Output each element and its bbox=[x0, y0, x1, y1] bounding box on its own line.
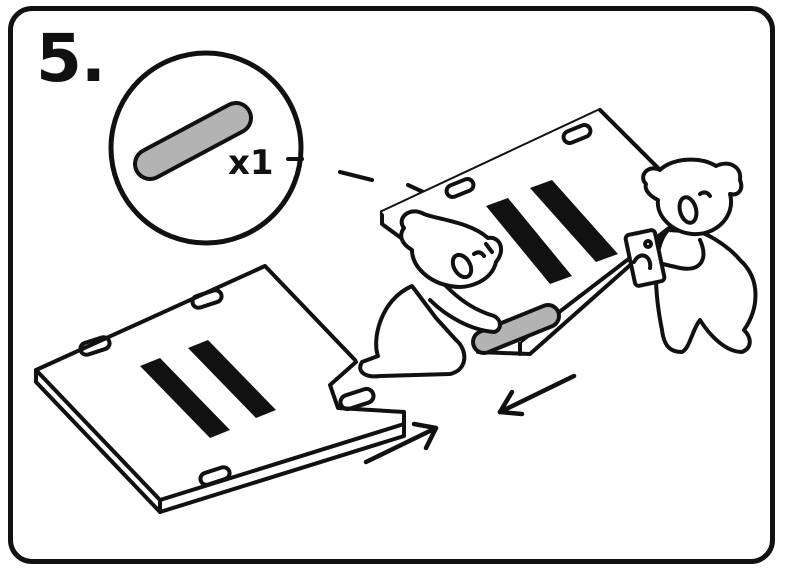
board-panel-left bbox=[34, 264, 406, 514]
slot-hole bbox=[78, 335, 112, 357]
slot-hole bbox=[338, 386, 376, 412]
slot-hole bbox=[444, 177, 476, 199]
connector-bar-icon bbox=[133, 101, 253, 181]
stripe-mark bbox=[530, 180, 618, 262]
slot-hole bbox=[561, 123, 593, 145]
slot-hole bbox=[198, 465, 232, 487]
slot-hole bbox=[190, 288, 224, 310]
connector-bar-part bbox=[471, 303, 561, 355]
arrow-icon bbox=[497, 373, 577, 417]
instruction-frame bbox=[8, 6, 775, 564]
arrow-icon bbox=[363, 421, 439, 465]
stripe-mark bbox=[140, 358, 230, 438]
stripe-mark bbox=[486, 198, 572, 284]
koala-figure-icon bbox=[623, 157, 758, 354]
step-number: 5. bbox=[36, 20, 106, 97]
stripe-mark bbox=[188, 340, 276, 418]
parts-callout-circle bbox=[108, 50, 304, 246]
koala-figure-icon bbox=[358, 209, 504, 379]
quantity-label: x1 bbox=[228, 143, 274, 183]
